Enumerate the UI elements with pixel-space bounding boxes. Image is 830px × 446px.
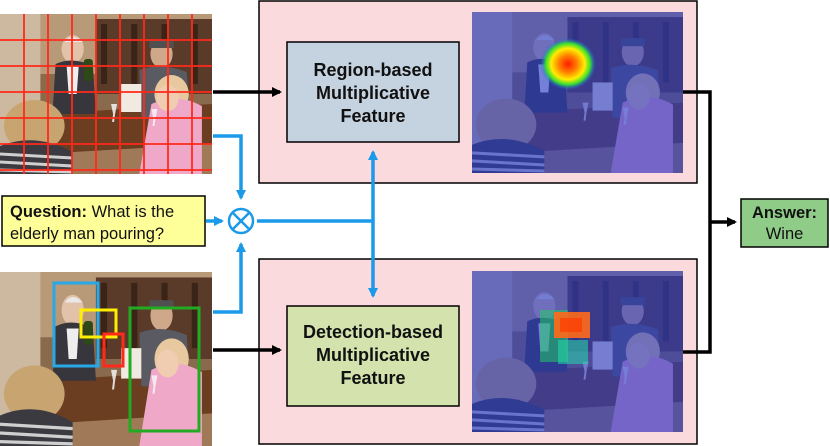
region-module-line1: Region-based — [313, 60, 432, 80]
question-line1: Question: What is the — [10, 203, 174, 221]
region-attention-map — [472, 12, 683, 173]
question-label: Question: — [10, 203, 87, 221]
question-box — [1, 195, 206, 247]
detection-attention-map — [472, 271, 683, 432]
blue-arrow-grid-to-fusion — [213, 134, 246, 200]
answer-value: Wine — [766, 225, 804, 243]
detection-module-box — [286, 305, 460, 407]
detection-box-woman — [128, 306, 201, 433]
region-grid-photo — [0, 14, 212, 174]
question-line2: elderly man pouring? — [10, 225, 164, 243]
detection-module-line3: Feature — [340, 368, 405, 388]
arrow-region-to-answer — [683, 90, 712, 222]
answer-box — [740, 198, 829, 248]
detection-box-man — [52, 281, 100, 368]
blue-arrow-det-to-fusion — [213, 242, 246, 314]
question-text-part1: What is the — [87, 203, 174, 221]
region-module-line3: Feature — [340, 106, 405, 126]
detection-module-line1: Detection-based — [303, 322, 443, 342]
detection-box-bottle — [79, 308, 118, 339]
multiply-circle-icon — [227, 207, 255, 235]
detection-photo — [0, 272, 212, 446]
arrow-detection-to-answer — [683, 222, 712, 354]
detection-module-line2: Multiplicative — [316, 345, 430, 365]
region-module-box — [286, 41, 460, 143]
answer-label: Answer: — [752, 204, 817, 222]
region-grid-lines — [0, 14, 212, 174]
region-module-line2: Multiplicative — [316, 83, 430, 103]
detection-box-hand — [102, 332, 125, 368]
